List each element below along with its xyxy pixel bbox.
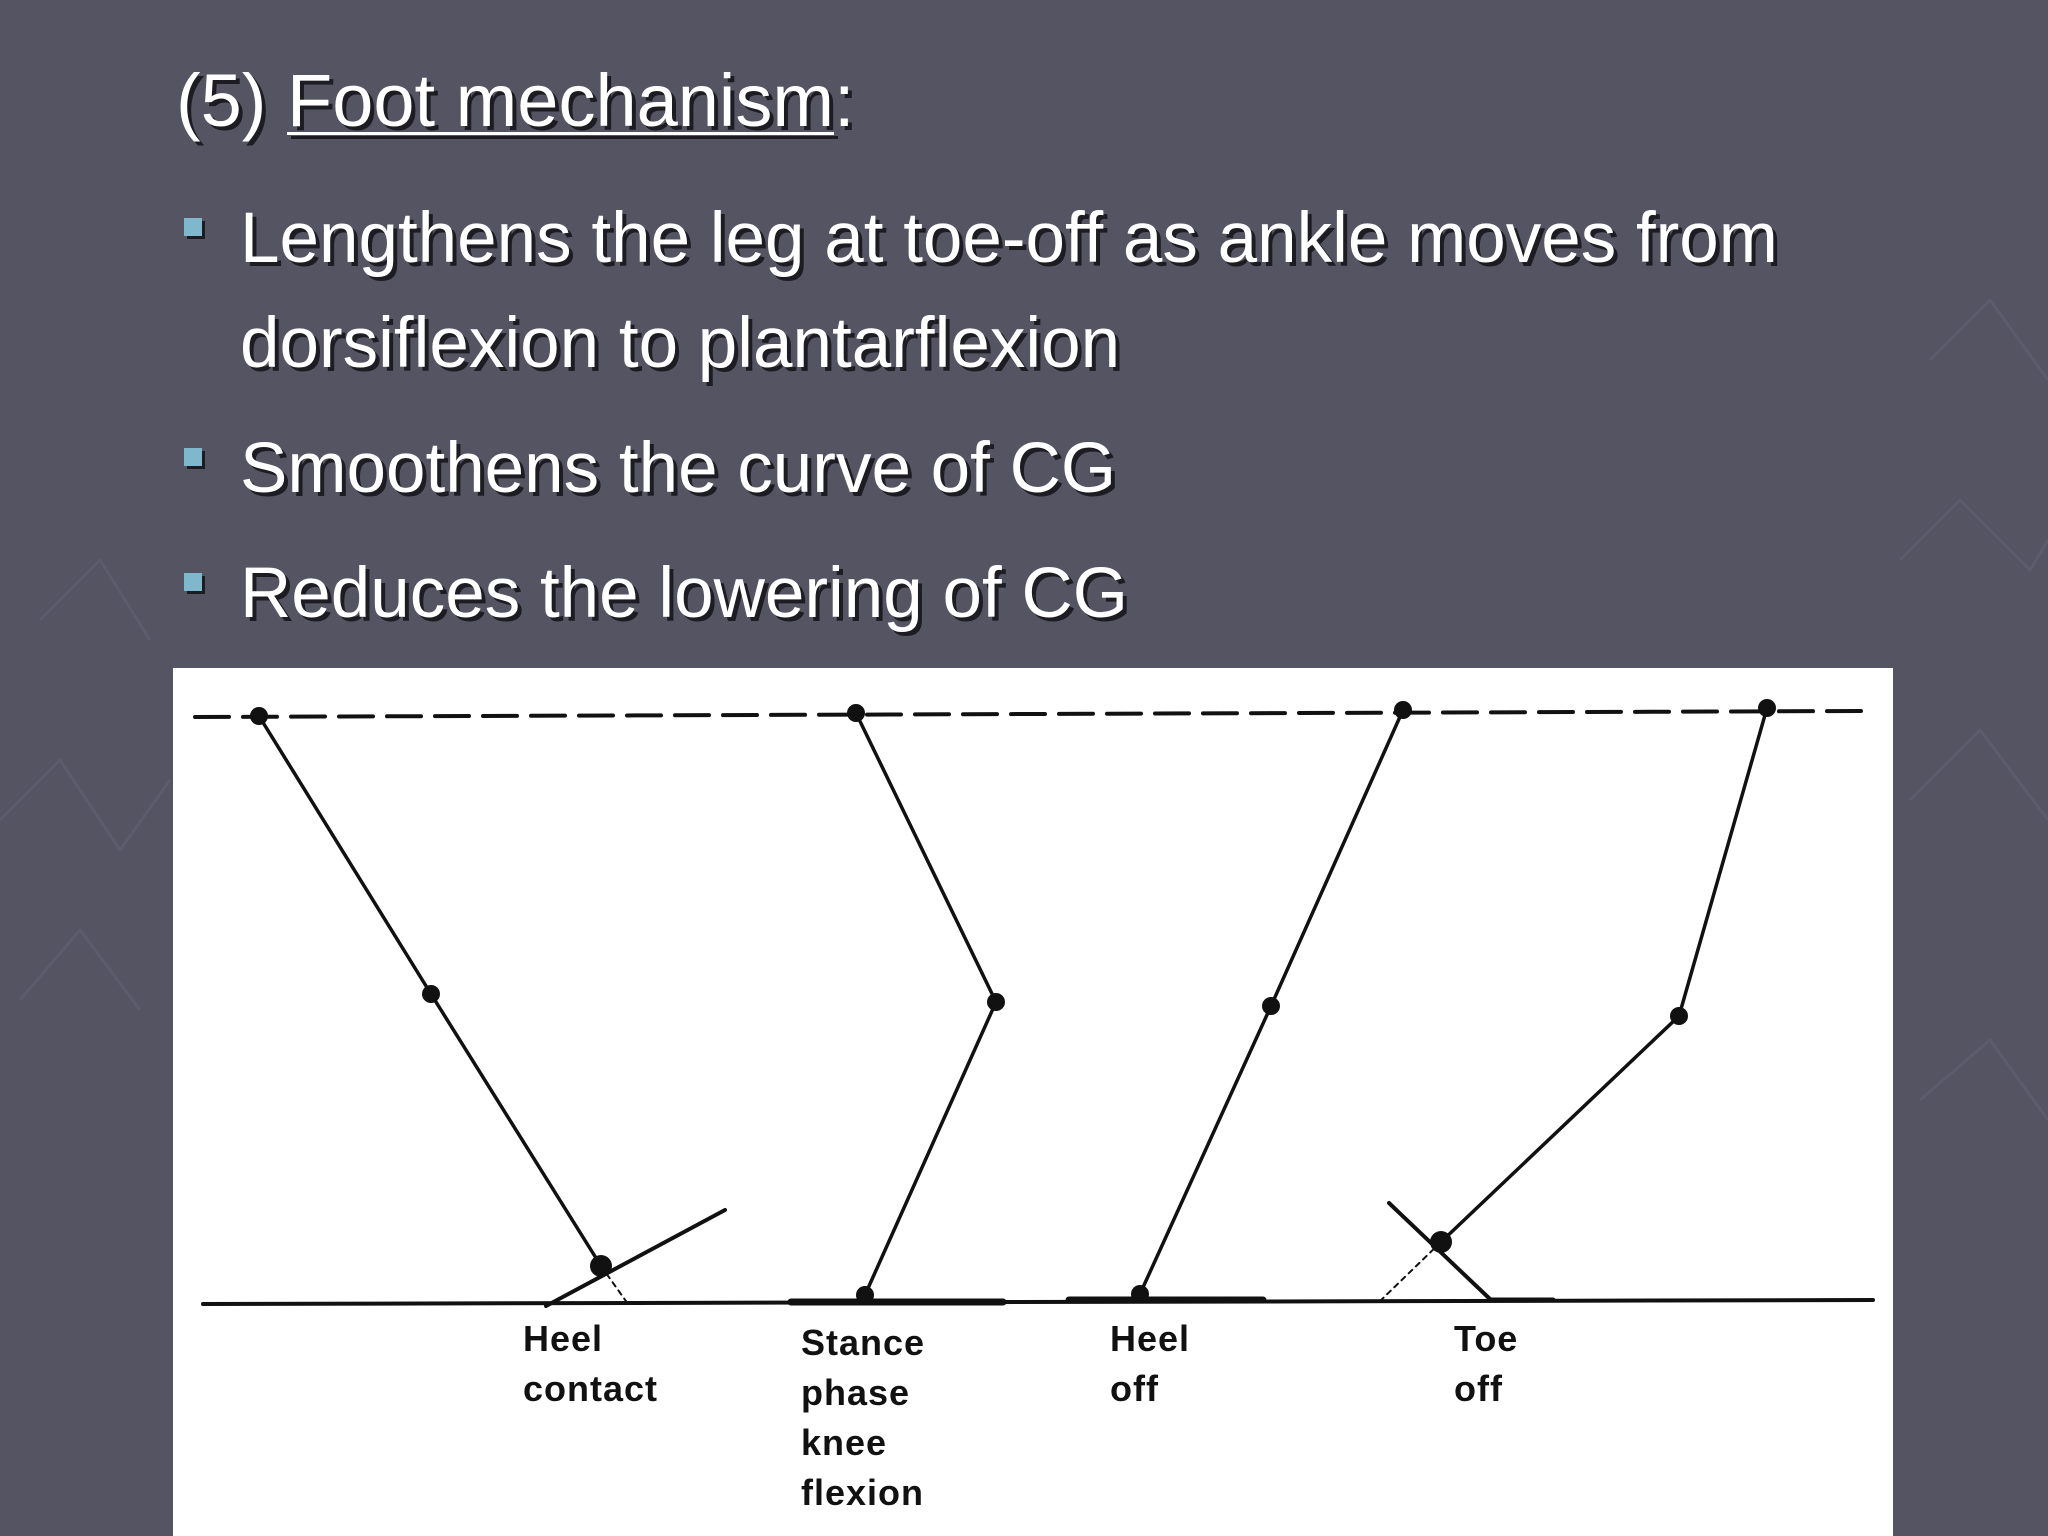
knee-joint-marker: [1262, 997, 1280, 1015]
bullet-item: Lengthens the leg at toe-off as ankle mo…: [176, 186, 1996, 396]
bullet-text: Smoothens the curve of CG: [240, 429, 1117, 508]
title-suffix: :: [834, 59, 855, 142]
phase-label-heel-contact: Heel contact: [523, 1318, 659, 1409]
bullet-item: Reduces the lowering of CG: [176, 541, 1996, 646]
bullet-marker-icon: [184, 448, 202, 466]
ankle-joint-marker: [1430, 1231, 1452, 1253]
hip-joint-marker: [1758, 699, 1776, 717]
phase-label-stance-knee-flexion: Stance phase knee flexion: [801, 1322, 926, 1513]
bullet-item: Smoothens the curve of CG: [176, 416, 1996, 521]
bullet-text: Reduces the lowering of CG: [240, 554, 1128, 633]
hip-joint-marker: [250, 707, 268, 725]
gait-diagram: Heel contact Stance phase knee flexion H…: [173, 668, 1893, 1536]
bullet-marker-icon: [184, 218, 202, 236]
ankle-joint-marker: [1131, 1285, 1149, 1303]
hip-joint-marker: [847, 704, 865, 722]
title-text: Foot mechanism: [287, 59, 834, 142]
ankle-joint-marker: [856, 1286, 874, 1304]
knee-joint-marker: [1670, 1007, 1688, 1025]
phase-label-heel-off: Heel off: [1110, 1318, 1191, 1409]
leg-heel-contact: [257, 714, 727, 1308]
ankle-joint-marker: [590, 1255, 612, 1277]
ground-line: [201, 1298, 1875, 1306]
bullet-marker-icon: [184, 573, 202, 591]
bullet-list: Lengthens the leg at toe-off as ankle mo…: [176, 186, 1996, 646]
knee-joint-marker: [422, 985, 440, 1003]
gait-diagram-drawing: [193, 699, 1875, 1308]
slide-title: (5) Foot mechanism:: [176, 58, 855, 143]
cg-dashed-line: [193, 709, 1867, 719]
bullet-text: Lengthens the leg at toe-off as ankle mo…: [240, 199, 1778, 383]
knee-joint-marker: [987, 993, 1005, 1011]
leg-stance-knee-flexion: [787, 711, 1007, 1306]
leg-heel-off: [1065, 708, 1405, 1304]
leg-toe-off: [1376, 706, 1769, 1305]
phase-label-toe-off: Toe off: [1454, 1318, 1519, 1409]
hip-joint-marker: [1394, 701, 1412, 719]
title-number: (5): [176, 59, 267, 142]
